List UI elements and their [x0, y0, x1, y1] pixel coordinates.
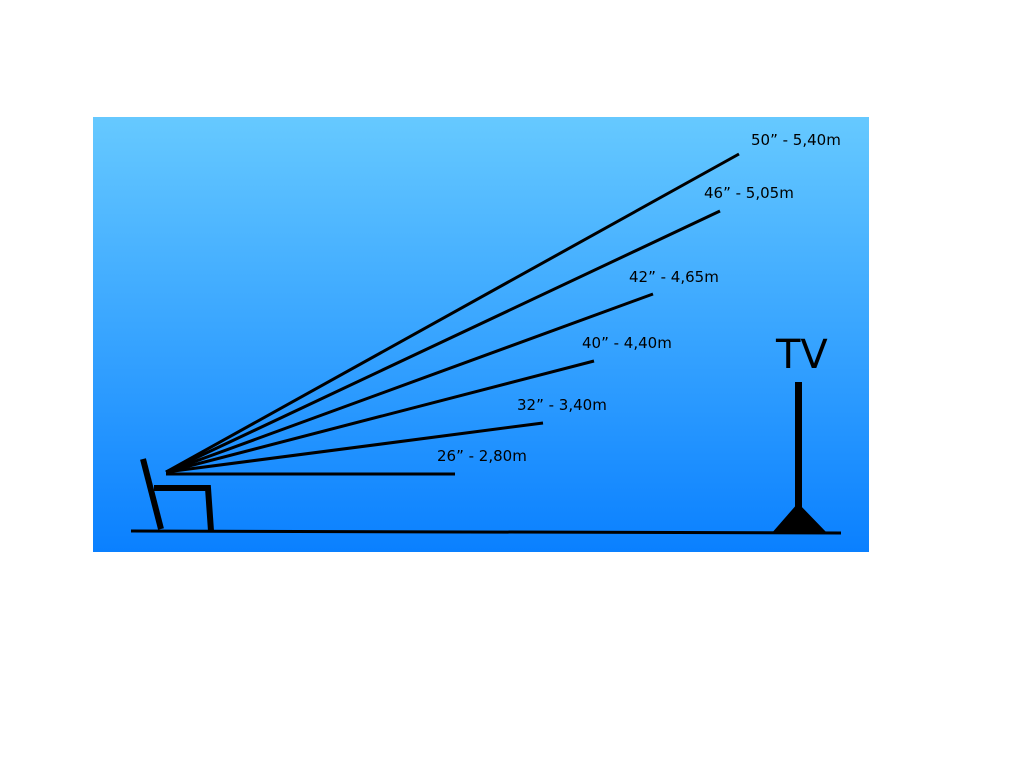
distance-labels: 26” - 2,80m 32” - 3,40m 40” - 4,40m 42” … — [437, 131, 841, 465]
distance-label-42: 42” - 4,65m — [629, 268, 719, 286]
tv-stand-icon — [771, 382, 828, 534]
tv-label: TV — [775, 332, 828, 378]
distance-label-40: 40” - 4,40m — [582, 334, 672, 352]
distance-label-50: 50” - 5,40m — [751, 131, 841, 149]
distance-line-46 — [165, 209, 721, 474]
distance-label-26: 26” - 2,80m — [437, 447, 527, 465]
chair-icon — [140, 458, 214, 532]
distance-line-40 — [165, 359, 595, 474]
distance-line-42 — [165, 292, 654, 474]
distance-line-50 — [165, 152, 740, 474]
distance-label-32: 32” - 3,40m — [517, 396, 607, 414]
distance-line-32 — [165, 421, 544, 474]
distance-label-46: 46” - 5,05m — [704, 184, 794, 202]
floor-line — [130, 529, 842, 535]
sky-background — [93, 117, 869, 552]
distance-lines — [165, 152, 740, 476]
